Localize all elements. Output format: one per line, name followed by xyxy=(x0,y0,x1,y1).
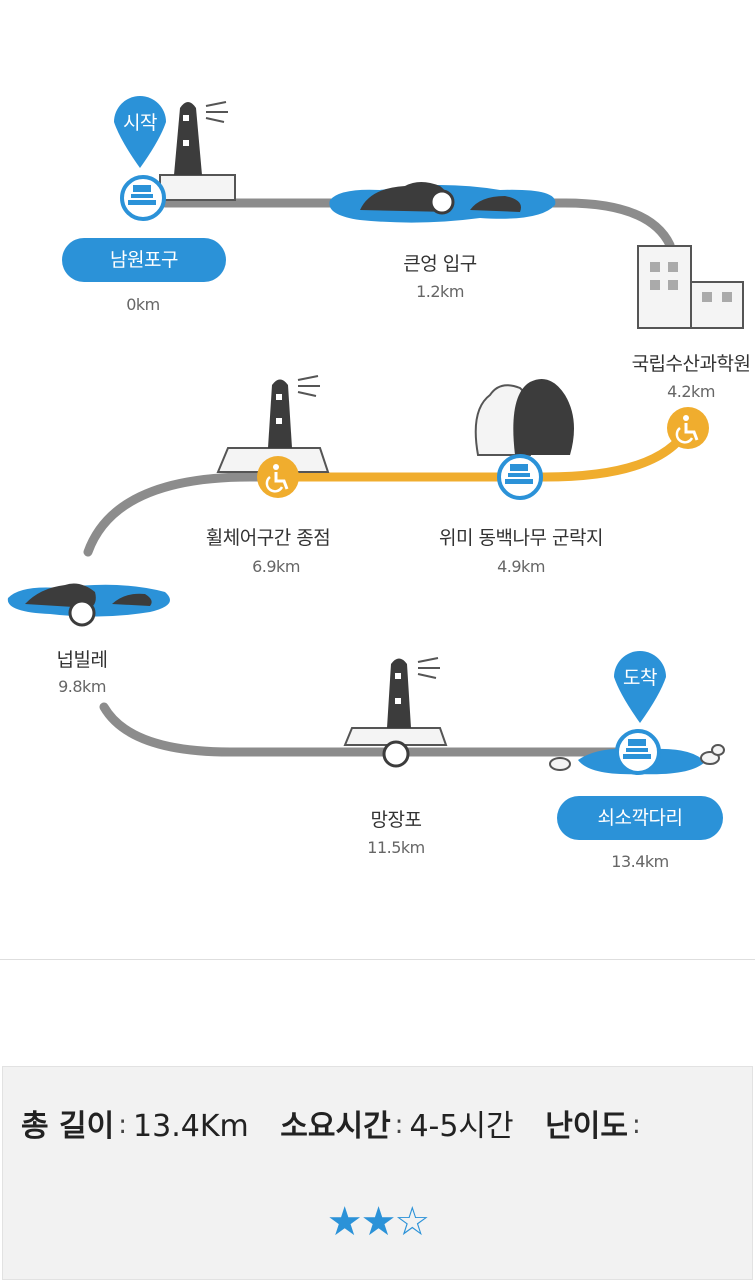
stop-node-keuneong[interactable] xyxy=(429,189,455,215)
stop-label: 휠체어구간 종점 xyxy=(205,527,331,549)
time-value: 4-5시간 xyxy=(409,1109,514,1144)
start-pin xyxy=(114,96,166,168)
stop-node-wimi[interactable] xyxy=(497,454,543,500)
route-map xyxy=(7,96,744,775)
stop-distance: 4.9km xyxy=(497,557,545,576)
path-segment-1 xyxy=(160,198,675,250)
stop-distance: 9.8km xyxy=(58,677,106,696)
length-label: 총 길이 xyxy=(21,1109,115,1144)
rock-water-icon xyxy=(7,583,170,617)
divider xyxy=(0,959,755,960)
stop-node-mangjangpo[interactable] xyxy=(382,740,410,768)
difficulty-stars: ★★☆ xyxy=(326,1199,431,1245)
end-pin xyxy=(614,651,666,723)
stop-node-end[interactable] xyxy=(615,729,661,775)
start-pin-label: 시작 xyxy=(123,112,157,134)
building-icon xyxy=(637,245,744,329)
stop-distance: 6.9km xyxy=(252,557,300,576)
stop-distance: 11.5km xyxy=(367,838,425,857)
stop-label: 넙빌레 xyxy=(56,649,108,671)
stop-node-wheelchair-end[interactable] xyxy=(257,456,299,498)
stop-node-fisheries[interactable] xyxy=(667,407,709,449)
stop-label-start[interactable]: 남원포구 xyxy=(62,238,226,282)
lighthouse-icon xyxy=(159,101,236,201)
end-pin-label: 도착 xyxy=(623,667,657,689)
tree-icon xyxy=(474,378,574,456)
stop-distance: 13.4km xyxy=(611,852,669,871)
path-segment-3 xyxy=(99,702,635,757)
stop-label-end[interactable]: 쇠소깍다리 xyxy=(557,796,723,840)
stop-distance: 1.2km xyxy=(416,282,464,301)
length-value: 13.4Km xyxy=(133,1109,249,1144)
stop-distance: 0km xyxy=(126,295,160,314)
lighthouse-icon xyxy=(343,657,448,746)
stop-node-neopbille[interactable] xyxy=(68,599,96,627)
stop-label: 위미 동백나무 군락지 xyxy=(439,527,603,549)
summary-row: 총 길이:13.4Km 소요시간:4-5시간 난이도: xyxy=(21,1109,641,1144)
path-segment-2 xyxy=(83,472,283,557)
difficulty-label: 난이도 xyxy=(545,1109,628,1144)
stop-label: 국립수산과학원 xyxy=(631,353,751,375)
stop-label: 망장포 xyxy=(370,809,422,831)
stop-label: 큰엉 입구 xyxy=(403,253,477,275)
time-label: 소요시간 xyxy=(280,1109,391,1144)
course-summary: 총 길이:13.4Km 소요시간:4-5시간 난이도: ★★☆ xyxy=(2,1066,753,1280)
stop-node-start[interactable] xyxy=(120,175,166,221)
stop-distance: 4.2km xyxy=(667,382,715,401)
